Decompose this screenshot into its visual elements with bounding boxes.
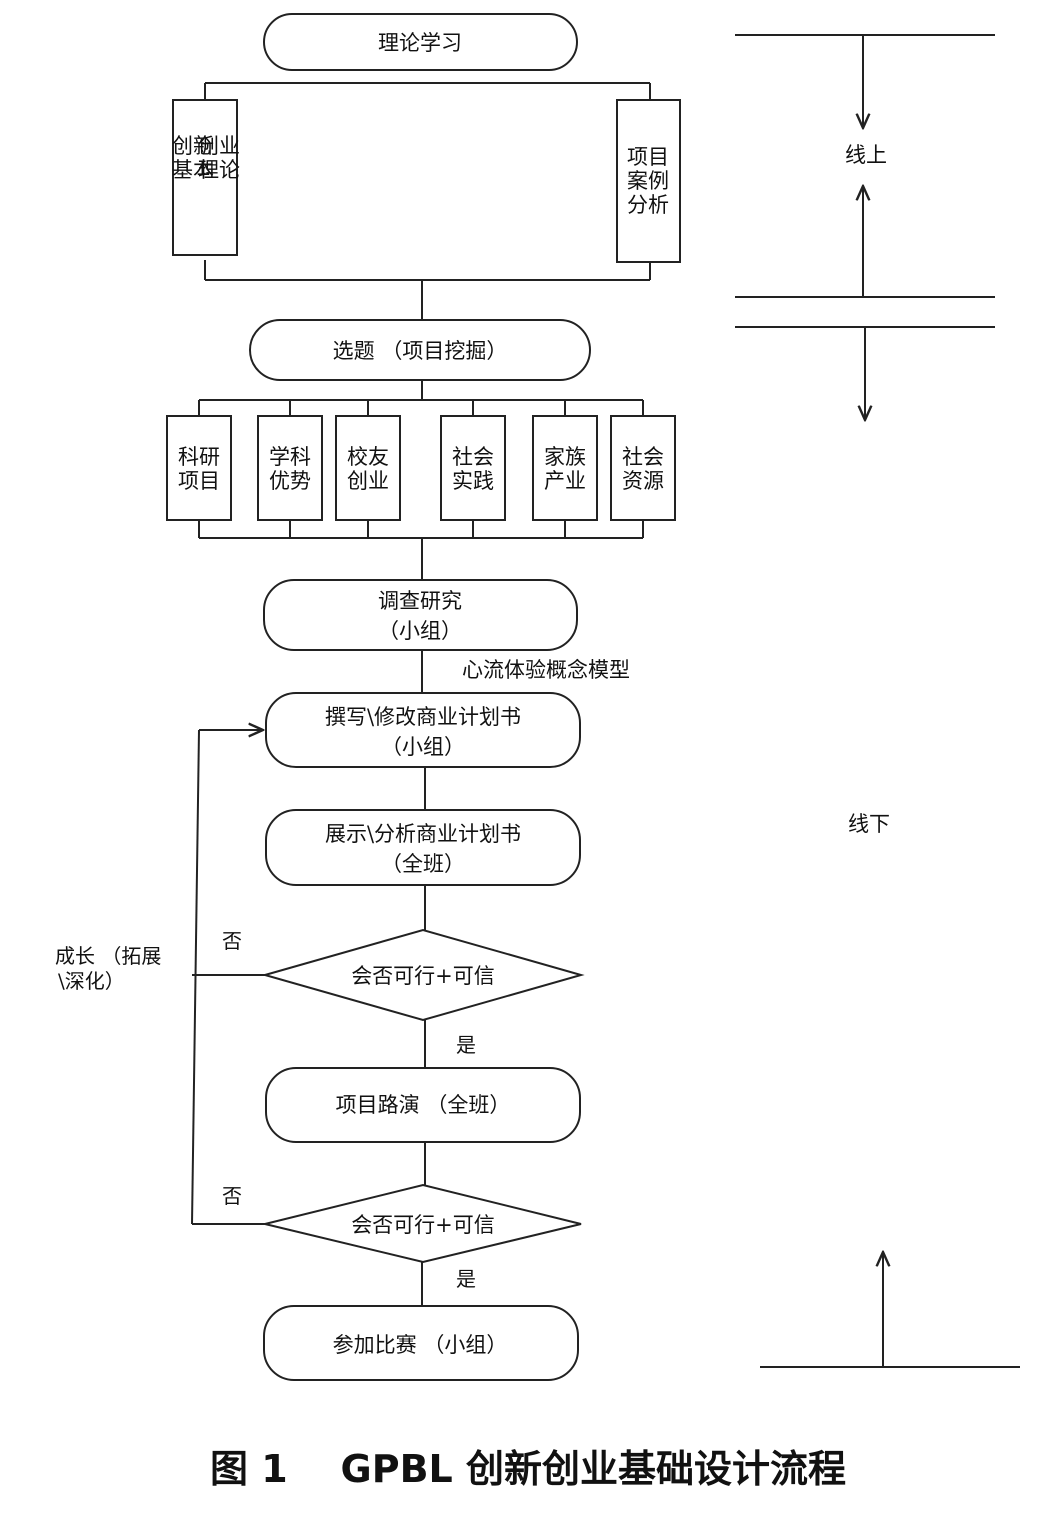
svg-text:社会: 社会: [622, 445, 664, 469]
svg-text:资源: 资源: [622, 469, 664, 493]
node-source-social-practice: 社会 实践: [440, 415, 506, 521]
svg-text:会否可行+可信: 会否可行+可信: [351, 964, 495, 988]
svg-text:产业: 产业: [544, 469, 586, 493]
svg-text:理论学习: 理论学习: [378, 31, 462, 55]
svg-text:（小组）: （小组）: [378, 619, 462, 643]
svg-text:会否可行+可信: 会否可行+可信: [351, 1213, 495, 1237]
node-source-family-industry: 家族 产业: [532, 415, 598, 521]
svg-text:参加比赛 （小组）: 参加比赛 （小组）: [333, 1333, 508, 1357]
svg-text:项目路演 （全班）: 项目路演 （全班）: [336, 1093, 511, 1117]
node-topic-selection: 选题 （项目挖掘）: [249, 319, 591, 381]
svg-text:校友: 校友: [347, 445, 389, 469]
svg-text:学科: 学科: [269, 445, 311, 469]
decision-feasible-2: 会否可行+可信: [264, 1183, 582, 1264]
connectors-sources: [198, 380, 644, 580]
svg-text:基本: 基本: [172, 158, 214, 182]
figure-caption: 图 1 GPBL 创新创业基础设计流程: [210, 1447, 846, 1491]
svg-text:创新: 创新: [172, 134, 214, 158]
svg-text:优势: 优势: [269, 469, 311, 493]
svg-text:项目: 项目: [627, 145, 669, 169]
label-online: 线上: [845, 143, 887, 167]
label-yes-2: 是: [456, 1267, 476, 1291]
node-source-discipline-strength: 学科 优势: [257, 415, 323, 521]
svg-text:理论: 理论: [198, 158, 240, 182]
connectors-theory: [204, 82, 651, 320]
svg-text:创业: 创业: [198, 134, 240, 158]
phase-indicators: [735, 34, 1020, 1368]
svg-text:（小组）: （小组）: [381, 735, 465, 759]
label-offline: 线下: [848, 812, 890, 836]
svg-text:创业: 创业: [347, 469, 389, 493]
node-competition: 参加比赛 （小组）: [263, 1305, 579, 1381]
node-research: 调查研究 （小组）: [263, 579, 578, 651]
node-write-business-plan: 撰写\修改商业计划书 （小组）: [265, 692, 581, 768]
svg-text:展示\分析商业计划书: 展示\分析商业计划书: [325, 822, 521, 846]
svg-text:家族: 家族: [544, 445, 586, 469]
svg-text:（全班）: （全班）: [381, 852, 465, 876]
label-growth-line1: 成长 （拓展: [55, 944, 161, 968]
node-theory-learning: 理论学习: [263, 13, 578, 71]
svg-text:社会: 社会: [452, 445, 494, 469]
label-no-2: 否: [222, 1184, 242, 1208]
label-growth-line2: \深化）: [58, 969, 125, 993]
svg-text:项目: 项目: [178, 469, 220, 493]
svg-text:案例: 案例: [627, 169, 669, 193]
svg-text:撰写\修改商业计划书: 撰写\修改商业计划书: [325, 705, 521, 729]
node-source-social-resources: 社会 资源: [610, 415, 676, 521]
svg-text:实践: 实践: [452, 469, 494, 493]
node-source-alumni-startup: 校友 创业: [335, 415, 401, 521]
node-roadshow: 项目路演 （全班）: [265, 1067, 581, 1143]
connectors-main-flow: [191, 650, 426, 1306]
node-source-research-project: 科研 项目: [166, 415, 232, 521]
svg-text:科研: 科研: [178, 445, 220, 469]
node-basic-theory: 创新 创业 基本 理论: [172, 99, 240, 256]
decision-feasible-1: 会否可行+可信: [261, 928, 585, 1022]
node-case-analysis: 项目 案例 分析: [616, 99, 681, 263]
svg-text:选题 （项目挖掘）: 选题 （项目挖掘）: [333, 339, 508, 363]
node-show-business-plan: 展示\分析商业计划书 （全班）: [265, 809, 581, 886]
svg-text:调查研究: 调查研究: [378, 589, 462, 613]
flow-model-label: 心流体验概念模型: [462, 658, 630, 682]
label-yes-1: 是: [456, 1033, 476, 1057]
label-no-1: 否: [222, 929, 242, 953]
svg-text:分析: 分析: [627, 193, 669, 217]
